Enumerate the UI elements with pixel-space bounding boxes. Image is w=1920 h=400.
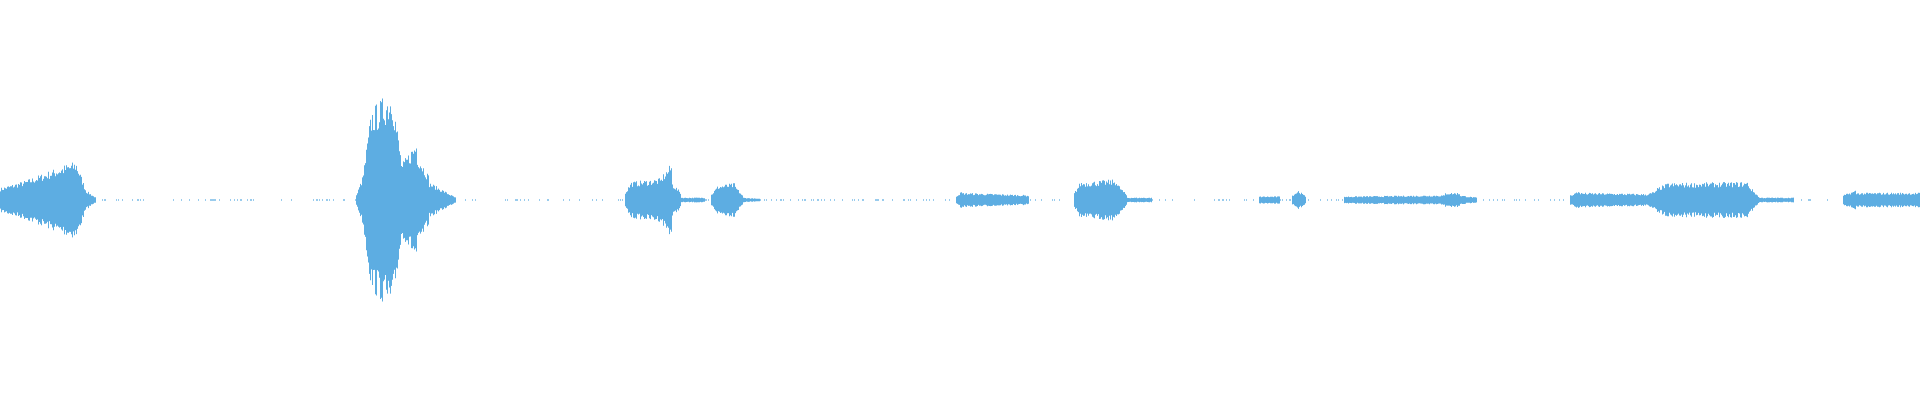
waveform-path — [0, 98, 1920, 302]
